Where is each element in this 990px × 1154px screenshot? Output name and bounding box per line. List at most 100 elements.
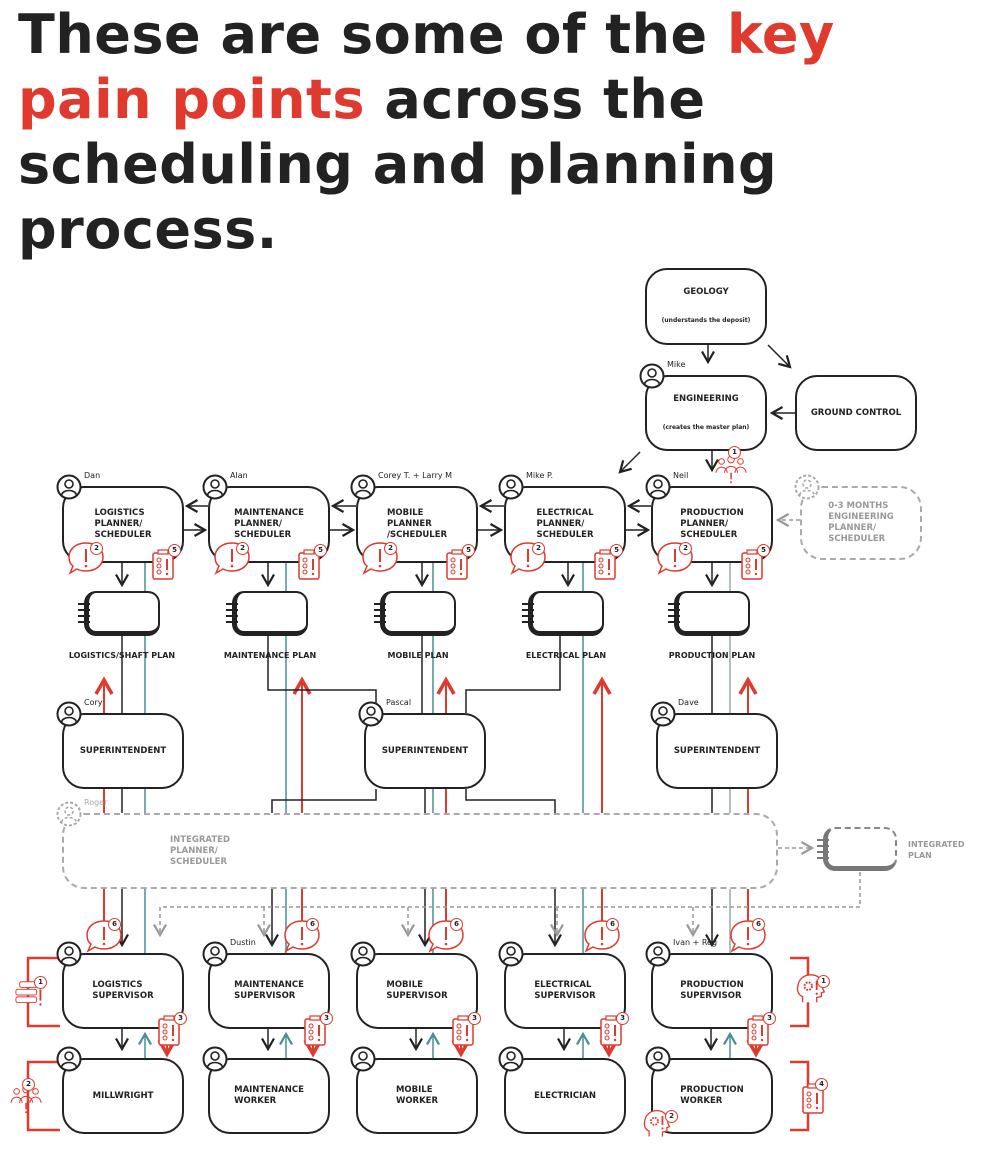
node-engineering[interactable]: ENGINEERING(creates the master plan) — [645, 375, 767, 451]
node-label: ENGINEERING(creates the master plan) — [663, 394, 750, 433]
node-label: MOBILE WORKER — [396, 1085, 438, 1107]
node-engineering-planner[interactable]: 0-3 MONTHS ENGINEERING PLANNER/ SCHEDULE… — [800, 486, 922, 560]
pain-point-clipboard-icon[interactable] — [444, 548, 470, 582]
person-avatar-icon — [350, 474, 376, 500]
connector-line — [465, 636, 561, 713]
plan-doc-logistics-plan[interactable] — [84, 591, 160, 636]
pain-point-clipboard-icon[interactable] — [150, 548, 176, 582]
person-avatar-icon — [498, 941, 524, 967]
person-avatar-icon — [645, 1046, 671, 1072]
person-avatar-icon — [202, 474, 228, 500]
node-label-text: GROUND CONTROL — [810, 407, 902, 418]
binder-rings-icon — [374, 603, 386, 623]
person-avatar-icon — [202, 941, 228, 967]
node-label-text: ELECTRICAL SUPERVISOR — [534, 980, 596, 1001]
pain-point-clipboard-icon[interactable] — [450, 1014, 476, 1048]
person-avatar-icon — [645, 474, 671, 500]
node-mobile-worker[interactable]: MOBILE WORKER — [356, 1058, 478, 1134]
plan-label: MOBILE PLAN — [387, 651, 449, 660]
node-superintendent-2[interactable]: SUPERINTENDENT — [364, 713, 486, 789]
node-label: MOBILE PLANNER /SCHEDULER — [387, 508, 447, 541]
node-label-text: ENGINEERING — [673, 393, 739, 404]
node-maintenance-worker[interactable]: MAINTENANCE WORKER — [208, 1058, 330, 1134]
node-label-text: 0-3 MONTHS ENGINEERING PLANNER/ SCHEDULE… — [828, 501, 894, 544]
binder-rings-icon — [522, 603, 534, 623]
pain-point-head-icon[interactable] — [642, 1108, 674, 1140]
node-label: INTEGRATED PLANNER/ SCHEDULER — [170, 835, 230, 868]
pain-point-stack-icon[interactable] — [14, 978, 48, 1012]
pain-point-badge: 2 — [384, 542, 397, 555]
plan-doc-maintenance-plan[interactable] — [232, 591, 308, 636]
node-label: LOGISTICS SUPERVISOR — [92, 980, 153, 1002]
pain-point-badge: 6 — [450, 918, 463, 931]
plan-doc-electrical-plan[interactable] — [528, 591, 604, 636]
node-electrician[interactable]: ELECTRICIAN — [504, 1058, 626, 1134]
pain-point-badge: 1 — [728, 446, 741, 459]
person-avatar-icon — [498, 474, 524, 500]
person-name: Dan — [84, 471, 101, 480]
plan-label: PRODUCTION PLAN — [668, 651, 756, 660]
node-superintendent-1[interactable]: SUPERINTENDENT — [62, 713, 184, 789]
node-superintendent-3[interactable]: SUPERINTENDENT — [656, 713, 778, 789]
node-label: SUPERINTENDENT — [382, 746, 468, 757]
person-avatar-icon — [358, 701, 384, 727]
node-label-text: SUPERINTENDENT — [381, 745, 469, 756]
person-name: Pascal — [386, 698, 412, 707]
title-highlight: key pain points — [18, 3, 835, 131]
pain-point-badge: 5 — [757, 544, 770, 557]
pain-point-clipboard-icon[interactable] — [745, 1014, 771, 1048]
binder-rings-icon — [668, 603, 680, 623]
pain-point-people-icon[interactable] — [715, 452, 749, 486]
node-label-text: ELECTRICIAN — [534, 1090, 596, 1101]
node-label-text: LOGISTICS SUPERVISOR — [92, 980, 154, 1001]
pain-point-clipboard-icon[interactable] — [302, 1014, 328, 1048]
pain-point-badge: 5 — [462, 544, 475, 557]
person-avatar-icon — [56, 1046, 82, 1072]
node-geology[interactable]: GEOLOGY(understands the deposit) — [645, 268, 767, 345]
pain-point-badge: 3 — [320, 1012, 333, 1025]
pain-point-badge: 5 — [314, 544, 327, 557]
connector-line — [767, 344, 792, 369]
node-label: LOGISTICS PLANNER/ SCHEDULER — [94, 508, 151, 541]
pain-point-badge: 2 — [665, 1110, 678, 1123]
pain-point-clipboard-icon[interactable] — [296, 548, 322, 582]
node-label-text: MOBILE SUPERVISOR — [386, 980, 448, 1001]
node-label: MILLWRIGHT — [93, 1091, 154, 1102]
binder-rings-icon — [226, 603, 238, 623]
node-sublabel: (understands the deposit) — [661, 317, 751, 324]
node-label-text: ELECTRICAL PLANNER/ SCHEDULER — [536, 508, 594, 540]
node-label: MAINTENANCE SUPERVISOR — [234, 980, 304, 1002]
node-millwright[interactable]: MILLWRIGHT — [62, 1058, 184, 1134]
person-name: Roger — [84, 798, 108, 807]
pain-point-clipboard-icon[interactable] — [739, 548, 765, 582]
pain-point-badge: 3 — [174, 1012, 187, 1025]
plan-doc-mobile-plan[interactable] — [380, 591, 456, 636]
person-avatar-icon — [56, 941, 82, 967]
plan-label: LOGISTICS/SHAFT PLAN — [68, 651, 176, 660]
person-name: Ivan + Reg — [673, 938, 718, 947]
node-label: 0-3 MONTHS ENGINEERING PLANNER/ SCHEDULE… — [828, 501, 894, 545]
plan-doc-integrated-plan[interactable] — [823, 827, 897, 871]
plan-label: ELECTRICAL PLAN — [525, 651, 607, 660]
pain-point-badge: 4 — [815, 1078, 828, 1091]
pain-point-clipboard-icon[interactable] — [156, 1014, 182, 1048]
person-avatar-icon — [56, 801, 82, 827]
connector-line — [26, 1060, 60, 1132]
title-text-end: across the scheduling and planning proce… — [18, 68, 778, 261]
connector-line — [267, 636, 377, 713]
plan-doc-production-plan[interactable] — [674, 591, 750, 636]
node-integrated-planner[interactable]: INTEGRATED PLANNER/ SCHEDULER — [62, 813, 778, 889]
node-production-supervisor[interactable]: PRODUCTION SUPERVISOR — [651, 953, 773, 1029]
node-ground-control[interactable]: GROUND CONTROL — [795, 375, 917, 451]
pain-point-clipboard-icon[interactable] — [800, 1082, 826, 1116]
person-name: Dave — [678, 698, 699, 707]
node-label: ELECTRICAL SUPERVISOR — [534, 980, 595, 1002]
node-label-text: INTEGRATED PLANNER/ SCHEDULER — [170, 834, 230, 867]
pain-point-clipboard-icon[interactable] — [592, 548, 618, 582]
pain-point-badge: 6 — [752, 918, 765, 931]
pain-point-badge: 6 — [306, 918, 319, 931]
person-avatar-icon — [498, 1046, 524, 1072]
node-label: GROUND CONTROL — [811, 408, 901, 419]
person-name: Cory — [84, 698, 103, 707]
person-name: Neil — [673, 471, 689, 480]
